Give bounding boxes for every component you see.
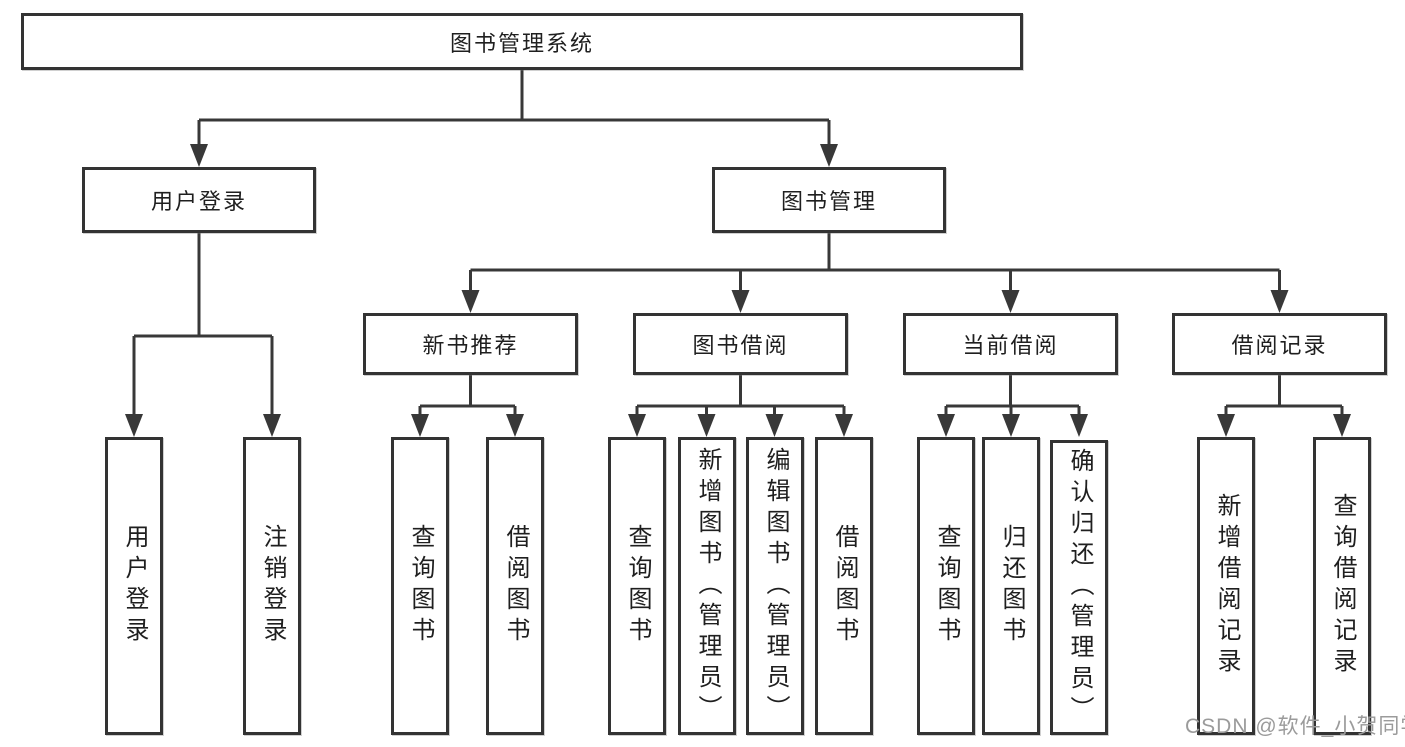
leaf-user-login: 用户登录 — [105, 437, 163, 735]
leaf-return-books: 归还图书 — [982, 437, 1040, 735]
leaf-confirm-return-admin: 确认归还（管理员） — [1050, 440, 1108, 735]
leaf-query-books-borrowing: 查询图书 — [608, 437, 666, 735]
node-user-login: 用户登录 — [82, 167, 316, 233]
node-current-borrowing: 当前借阅 — [903, 313, 1118, 375]
leaf-query-borrow-record: 查询借阅记录 — [1313, 437, 1371, 735]
csdn-watermark: CSDN @软件_小贺同学 — [1185, 715, 1405, 738]
leaf-borrow-books-borrowing: 借阅图书 — [815, 437, 873, 735]
leaf-edit-books-admin: 编辑图书（管理员） — [746, 437, 804, 735]
leaf-borrow-books-recommend: 借阅图书 — [486, 437, 544, 735]
node-root: 图书管理系统 — [21, 13, 1023, 70]
node-borrowing-records: 借阅记录 — [1172, 313, 1387, 375]
node-book-borrowing: 图书借阅 — [633, 313, 848, 375]
leaf-query-books-recommend: 查询图书 — [391, 437, 449, 735]
leaf-add-books-admin: 新增图书（管理员） — [678, 437, 736, 735]
leaf-add-borrow-record: 新增借阅记录 — [1197, 437, 1255, 735]
leaf-logout: 注销登录 — [243, 437, 301, 735]
node-new-book-recommendation: 新书推荐 — [363, 313, 578, 375]
leaf-query-books-current: 查询图书 — [917, 437, 975, 735]
node-book-management: 图书管理 — [712, 167, 946, 233]
